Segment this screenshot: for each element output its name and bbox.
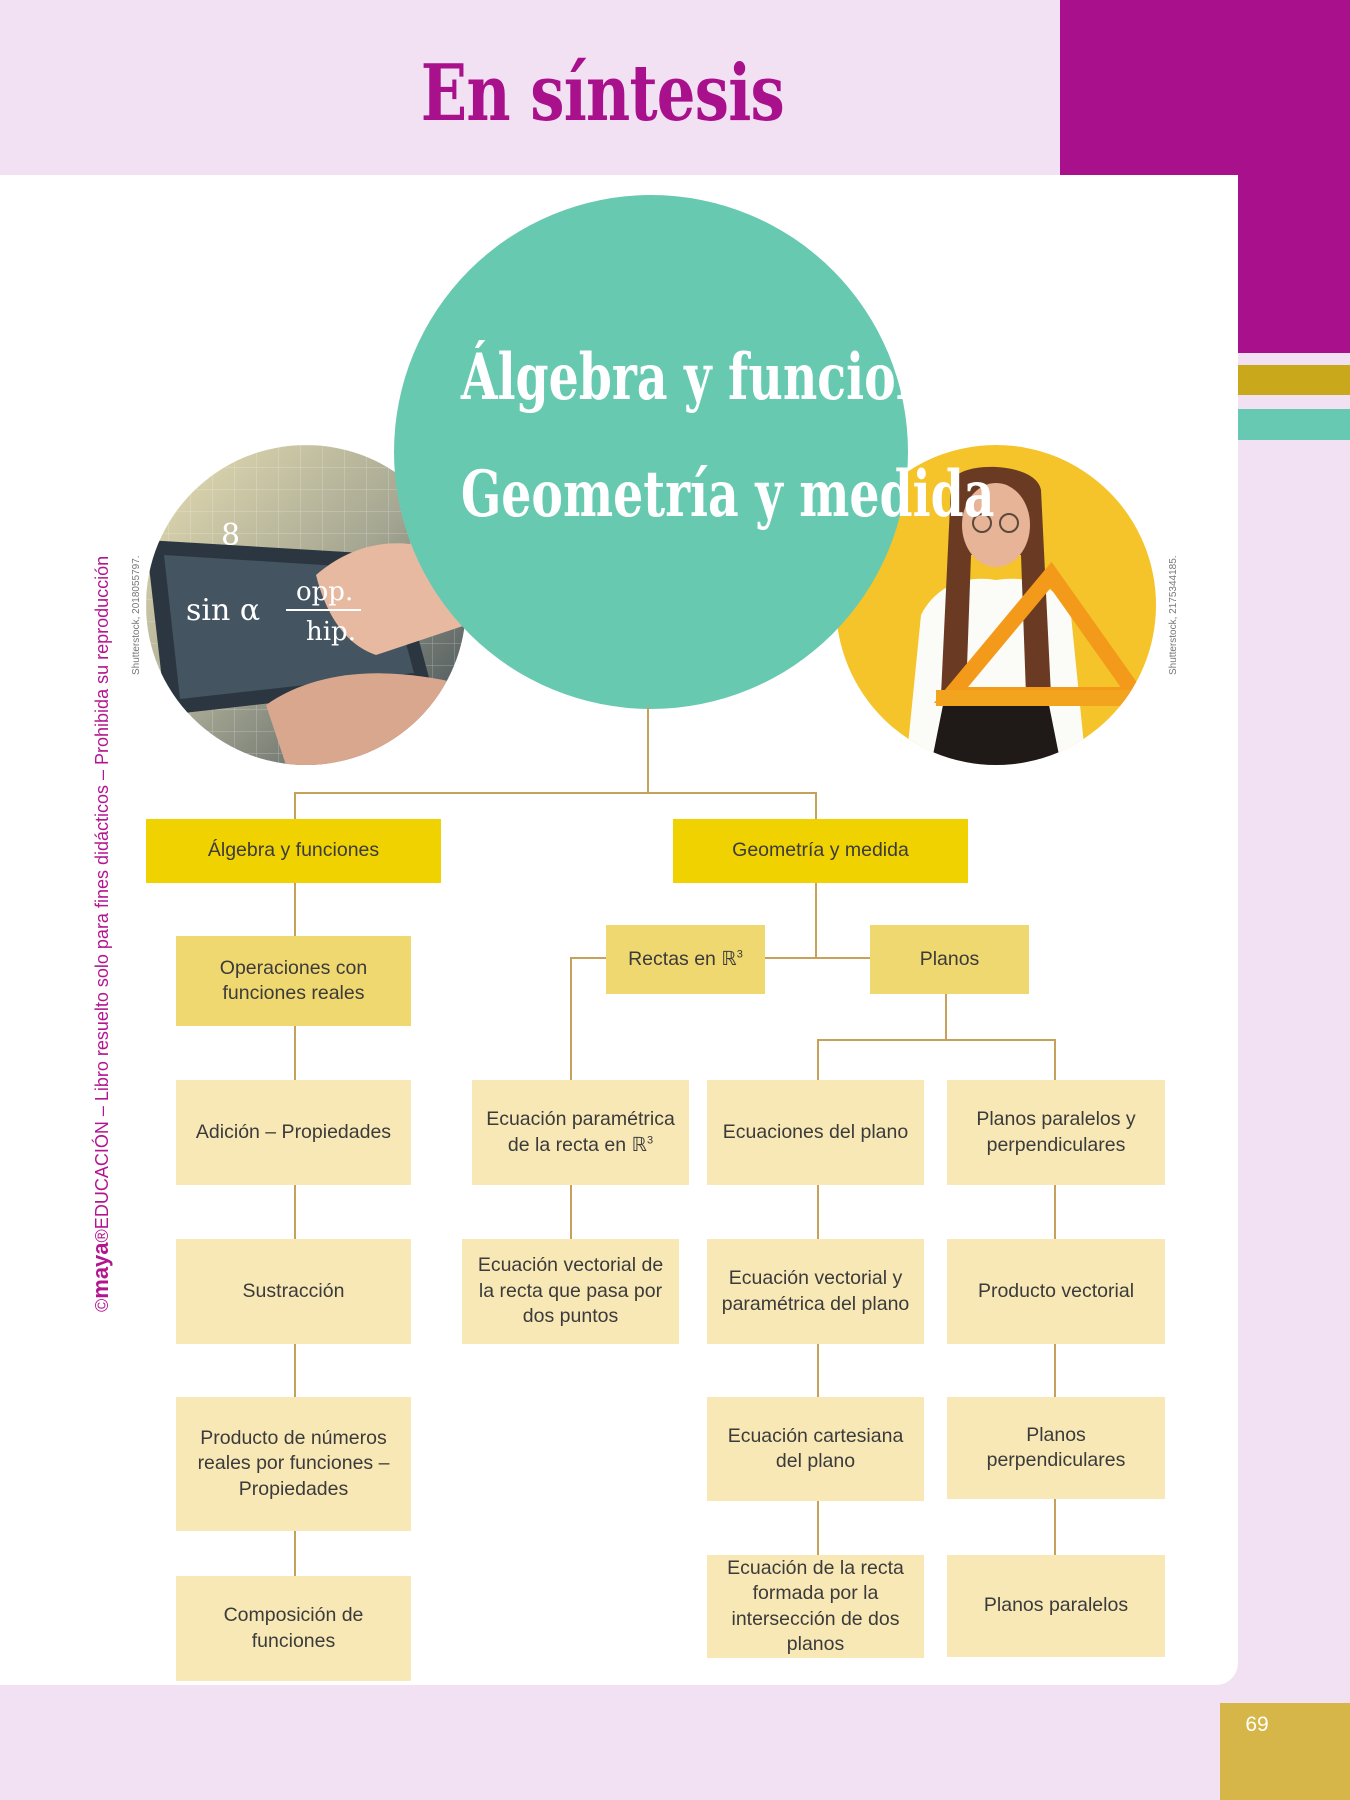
rectas-label: Rectas en ℝ	[628, 947, 737, 970]
node-ecuacion-vectorial-plano: Ecuación vectorial y paramétrica del pla…	[707, 1239, 924, 1344]
node-planos: Planos	[870, 925, 1029, 994]
node-planos-perpendiculares: Planos perpendiculares	[947, 1397, 1165, 1499]
topic-title-algebra: Álgebra y funciones	[460, 340, 987, 415]
copyright-symbol: ©	[92, 1298, 112, 1312]
connector	[817, 1039, 819, 1082]
registered-symbol: ®	[92, 1229, 112, 1243]
node-adicion: Adición – Propiedades	[176, 1080, 411, 1185]
brand-logo-text: maya	[88, 1242, 113, 1299]
connector	[570, 957, 572, 1082]
node-producto-reales: Producto de números reales por funciones…	[176, 1397, 411, 1531]
page-number: 69	[1245, 1713, 1269, 1736]
connector	[815, 792, 817, 819]
svg-text:sin α: sin α	[186, 593, 260, 628]
node-operaciones: Operaciones con funciones reales	[176, 936, 411, 1026]
node-ecuacion-cartesiana: Ecuación cartesiana del plano	[707, 1397, 924, 1501]
ecuacion-parametrica-superscript: 3	[646, 1134, 654, 1146]
ecuacion-parametrica-label: Ecuación paramétrica de la recta en ℝ	[486, 1108, 675, 1156]
photo-credit-right: Shutterstock, 2175344185.	[1168, 555, 1179, 675]
svg-text:8: 8	[221, 518, 240, 553]
connector	[815, 882, 817, 958]
rectas-superscript: 3	[736, 948, 743, 961]
connector	[570, 1185, 572, 1240]
teal-stripe	[1238, 409, 1350, 440]
connector	[647, 707, 649, 793]
node-geometria-medida: Geometría y medida	[673, 819, 968, 883]
node-producto-vectorial: Producto vectorial	[947, 1239, 1165, 1344]
photo-credit-left: Shutterstock, 2018055797.	[131, 555, 142, 675]
connector	[294, 792, 817, 794]
copyright-side-text: ©maya®EDUCACIÓN – Libro resuelto solo pa…	[88, 556, 114, 1312]
svg-text:hip.: hip.	[306, 617, 356, 647]
node-algebra-funciones: Álgebra y funciones	[146, 819, 441, 883]
gold-stripe	[1238, 365, 1350, 395]
node-ecuaciones-plano: Ecuaciones del plano	[707, 1080, 924, 1185]
connector	[817, 1185, 819, 1556]
copyright-notice: EDUCACIÓN – Libro resuelto solo para fin…	[92, 555, 112, 1230]
connector	[1054, 1039, 1056, 1082]
page-number-tab	[1220, 1703, 1350, 1800]
node-sustraccion: Sustracción	[176, 1239, 411, 1344]
topic-title-geometry: Geometría y medida	[460, 457, 995, 532]
connector	[294, 792, 296, 819]
node-ecuacion-parametrica-recta: Ecuación paramétrica de la recta en ℝ3	[472, 1080, 689, 1185]
svg-text:opp.: opp.	[296, 577, 353, 607]
connector	[1054, 1185, 1056, 1556]
page-title: En síntesis	[420, 48, 785, 139]
connector	[945, 994, 947, 1040]
connector	[294, 882, 296, 1579]
topic-circle	[394, 195, 908, 709]
node-ecuacion-vectorial-recta: Ecuación vectorial de la recta que pasa …	[462, 1239, 679, 1344]
node-planos-paralelos-perpendiculares: Planos paralelos y perpendiculares	[947, 1080, 1165, 1185]
node-composicion: Composición de funciones	[176, 1576, 411, 1681]
node-planos-paralelos: Planos paralelos	[947, 1555, 1165, 1657]
connector	[817, 1039, 1056, 1041]
node-rectas-r3: Rectas en ℝ3	[606, 925, 765, 994]
node-ecuacion-recta-interseccion: Ecuación de la recta formada por la inte…	[707, 1555, 924, 1658]
